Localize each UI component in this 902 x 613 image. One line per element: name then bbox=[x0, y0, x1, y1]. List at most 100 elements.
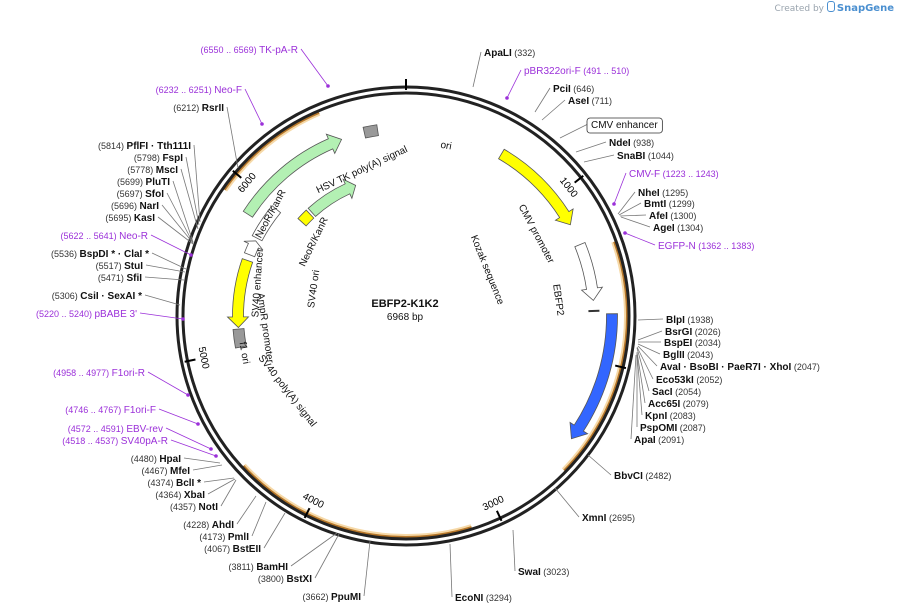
feature-cmv-promoter bbox=[574, 241, 604, 302]
primer-site-mark bbox=[186, 393, 190, 397]
leader-line bbox=[541, 99, 566, 121]
enzyme-label: SnaBI (1044) bbox=[617, 151, 674, 162]
enzyme-label: (5695) KasI bbox=[105, 213, 155, 224]
leader-line bbox=[314, 533, 340, 579]
leader-line-layer bbox=[139, 48, 664, 598]
leader-line bbox=[613, 172, 627, 205]
leader-line bbox=[636, 351, 646, 404]
leader-line bbox=[637, 330, 663, 341]
leader-line bbox=[157, 216, 194, 245]
leader-line bbox=[630, 354, 637, 440]
leader-line bbox=[624, 232, 656, 246]
enzyme-label: AseI (711) bbox=[568, 96, 612, 107]
enzyme-label: (5798) FspI bbox=[134, 153, 183, 164]
leader-line bbox=[619, 214, 647, 217]
orange-arc-line bbox=[563, 241, 628, 472]
enzyme-label: ApaLI (332) bbox=[484, 48, 535, 59]
leader-line bbox=[449, 543, 453, 598]
primer-site-mark bbox=[612, 202, 616, 206]
leader-line bbox=[147, 371, 189, 396]
leader-line bbox=[251, 501, 267, 537]
primer-site-mark bbox=[189, 253, 193, 257]
snapgene-credit: Created by SnapGene bbox=[774, 1, 894, 14]
leader-line bbox=[172, 180, 194, 243]
boxed-feature-label: CMV enhancer bbox=[591, 120, 658, 131]
enzyme-label: XmnI (2695) bbox=[582, 513, 635, 524]
enzyme-label: (5778) MscI bbox=[127, 165, 178, 176]
leader-line bbox=[236, 495, 257, 525]
primer-site-mark bbox=[181, 317, 185, 321]
leader-line bbox=[637, 345, 658, 367]
enzyme-label: (5697) SfoI bbox=[117, 189, 165, 200]
leader-line bbox=[620, 216, 651, 228]
leader-line bbox=[587, 454, 612, 476]
feature-sv40-poly-a-signal bbox=[232, 328, 247, 349]
tick-mark bbox=[495, 510, 503, 522]
enzyme-label: (5699) PluTI bbox=[117, 177, 170, 188]
feature-neor-kanr bbox=[242, 133, 343, 218]
leader-line bbox=[185, 156, 200, 226]
enzyme-label: KpnI (2083) bbox=[645, 411, 696, 422]
plasmid-center: EBFP2-K1K2 6968 bp bbox=[371, 298, 438, 323]
plasmid-backbone bbox=[175, 79, 637, 547]
leader-line bbox=[506, 69, 522, 99]
leader-line bbox=[300, 48, 329, 87]
orange-arc bbox=[241, 463, 473, 540]
enzyme-label: NheI (1295) bbox=[638, 188, 688, 199]
feature-ebfp2 bbox=[569, 313, 618, 440]
primer-label: (5220 .. 5240) pBABE 3' bbox=[36, 309, 137, 320]
leader-line bbox=[637, 318, 664, 321]
enzyme-label: AfeI (1300) bbox=[649, 211, 696, 222]
primer-site-mark bbox=[505, 96, 509, 100]
enzyme-label: SwaI (3023) bbox=[518, 567, 569, 578]
tick-label: 1000 bbox=[557, 176, 580, 201]
leader-line bbox=[150, 234, 192, 256]
enzyme-label: ApaI (2091) bbox=[634, 435, 684, 446]
leader-line bbox=[180, 168, 199, 230]
feature-neor-kanr bbox=[307, 178, 357, 218]
leader-line bbox=[575, 141, 607, 153]
feature-label: CMV promoter bbox=[516, 203, 557, 266]
primer-label: (4572 .. 4591) EBV-rev bbox=[68, 424, 163, 435]
feature-label: f1 ori bbox=[237, 341, 252, 365]
feature-ori bbox=[498, 148, 574, 226]
leader-line bbox=[166, 192, 194, 244]
leader-line bbox=[636, 347, 650, 392]
leader-line bbox=[226, 106, 239, 169]
enzyme-label: (4228) AhdI bbox=[183, 520, 234, 531]
primer-site-mark bbox=[214, 454, 218, 458]
primer-site-mark bbox=[326, 84, 330, 88]
leader-line bbox=[183, 457, 221, 464]
leader-line bbox=[559, 123, 589, 139]
enzyme-label: NdeI (938) bbox=[609, 138, 654, 149]
leader-line bbox=[165, 427, 212, 450]
enzyme-label: (4364) XbaI bbox=[155, 490, 205, 501]
leader-line bbox=[144, 276, 185, 281]
boxed-label-frame bbox=[586, 117, 663, 134]
enzyme-label: (4467) MfeI bbox=[141, 466, 190, 477]
leader-line bbox=[263, 512, 286, 549]
leader-line bbox=[244, 88, 263, 125]
enzyme-label: BbvCI (2482) bbox=[614, 471, 671, 482]
tick-mark bbox=[232, 169, 242, 179]
tick-layer: 100020003000400050006000 bbox=[184, 169, 627, 522]
primer-label: pBR322ori-F (491 .. 510) bbox=[524, 66, 629, 77]
leader-line bbox=[151, 252, 187, 270]
enzyme-label: (4357) NotI bbox=[170, 502, 218, 513]
enzyme-label: PspOMI (2087) bbox=[640, 423, 706, 434]
snapgene-logo-icon bbox=[826, 1, 835, 12]
tick-mark bbox=[184, 358, 196, 363]
label-layer: ApaLI (332)pBR322ori-F (491 .. 510)PciI … bbox=[36, 45, 820, 604]
primer-site-mark bbox=[209, 447, 213, 451]
enzyme-label: Acc65I (2079) bbox=[648, 399, 709, 410]
tick-label: 3000 bbox=[481, 494, 506, 514]
leader-line bbox=[472, 51, 482, 88]
enzyme-label: (5696) NarI bbox=[111, 201, 159, 212]
primer-site-mark bbox=[260, 122, 264, 126]
enzyme-label: SacI (2054) bbox=[652, 387, 701, 398]
tick-mark bbox=[303, 507, 311, 519]
leader-line bbox=[583, 154, 615, 163]
orange-arc-line bbox=[223, 111, 320, 191]
